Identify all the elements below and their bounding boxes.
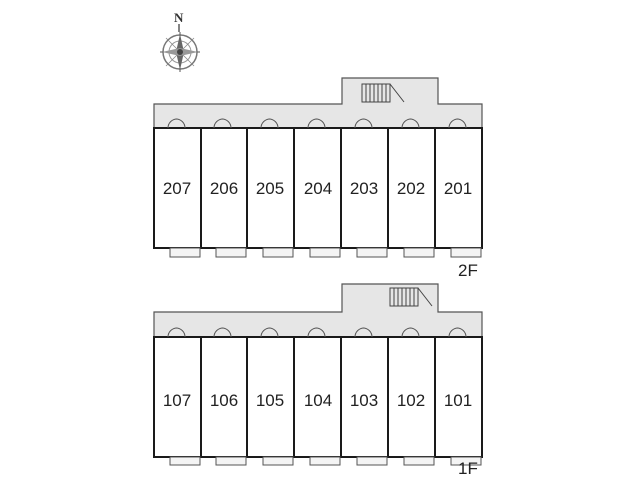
unit-label: 101 (444, 391, 472, 410)
compass-rose-icon (160, 32, 200, 72)
balconies-1f (169, 456, 482, 466)
unit-label: 105 (256, 391, 284, 410)
unit-label: 207 (163, 179, 191, 198)
unit-label: 103 (350, 391, 378, 410)
unit-label: 201 (444, 179, 472, 198)
unit-label: 204 (304, 179, 332, 198)
floor-label-2f: 2F (458, 261, 478, 280)
unit-label: 205 (256, 179, 284, 198)
floor-2f: 207 206 205 204 203 202 201 2F (153, 77, 483, 280)
compass: N (160, 10, 200, 72)
door-icons-1f (167, 327, 467, 338)
unit-label: 104 (304, 391, 332, 410)
stairs-icon (389, 287, 433, 307)
floor-1f: 107 106 105 104 103 102 101 1F (153, 283, 483, 478)
stairs-icon (361, 83, 405, 103)
compass-north-label: N (174, 10, 184, 25)
unit-label: 107 (163, 391, 191, 410)
unit-label: 206 (210, 179, 238, 198)
unit-label: 203 (350, 179, 378, 198)
unit-label: 202 (397, 179, 425, 198)
balconies-2f (169, 247, 482, 258)
corridor-1f (153, 283, 483, 338)
corridor-2f (153, 77, 483, 129)
unit-label: 106 (210, 391, 238, 410)
door-icons-2f (167, 118, 467, 129)
floor-label-1f: 1F (458, 459, 478, 478)
unit-label: 102 (397, 391, 425, 410)
